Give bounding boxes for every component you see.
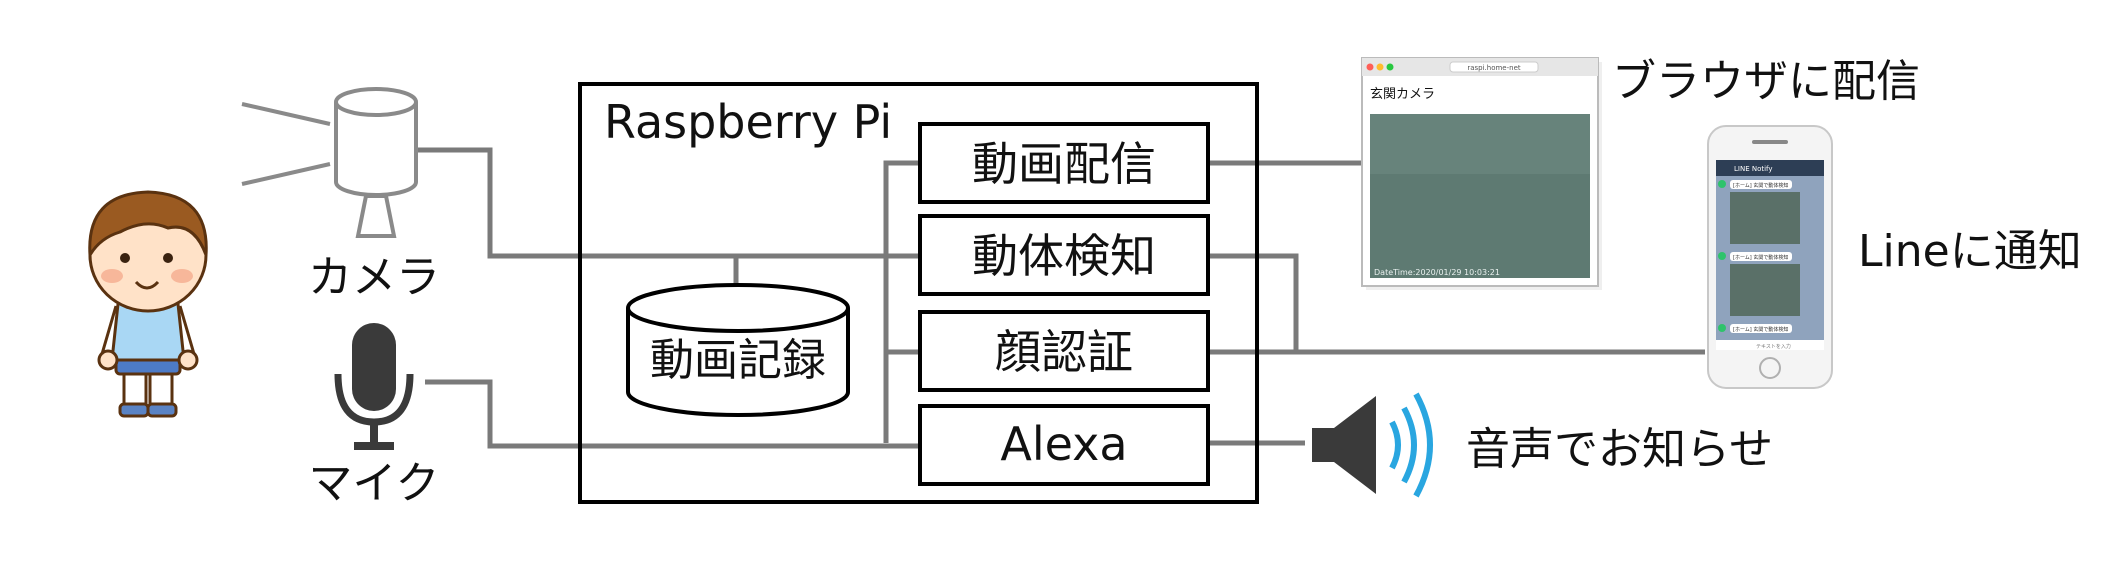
- module-face-auth: 顔認証: [918, 310, 1210, 392]
- browser-page-title: 玄関カメラ: [1370, 87, 1435, 102]
- raspberry-pi-box: [578, 82, 1259, 504]
- module-alexa: Alexa: [918, 404, 1210, 486]
- browser-window-icon: raspi.home-net 玄関カメラ DateTime:2020/01/29…: [1361, 57, 1602, 290]
- phone-app-name: LINE Notify: [1734, 165, 1773, 173]
- camera-label: カメラ: [308, 252, 440, 303]
- phone-input-placeholder: テキストを入力: [1756, 343, 1791, 350]
- motion-to-line-line: [1208, 253, 1299, 352]
- browser-timestamp: DateTime:2020/01/29 10:03:21: [1374, 268, 1500, 277]
- line-output-label: Lineに通知: [1858, 226, 2082, 277]
- phone-message-2: [ホーム] 玄関で動体検知: [1733, 254, 1788, 261]
- child-icon: [88, 190, 208, 418]
- mic-to-pi-line: [425, 379, 920, 449]
- storage-cylinder: 動画記録: [626, 283, 850, 417]
- browser-url: raspi.home-net: [1467, 64, 1521, 72]
- mic-icon: [334, 323, 414, 450]
- module-alexa-label: Alexa: [1000, 417, 1127, 471]
- phone-message-1: [ホーム] 玄関で動体検知: [1733, 182, 1788, 189]
- phone-message-3: [ホーム] 玄関で動体検知: [1733, 326, 1788, 333]
- speaker-output-label: 音声でお知らせ: [1466, 424, 1773, 475]
- camera-to-pi-line: [415, 147, 920, 259]
- module-motion-detection-label: 動体検知: [972, 229, 1156, 283]
- browser-output-label: ブラウザに配信: [1612, 56, 1920, 107]
- module-motion-detection: 動体検知: [918, 214, 1210, 296]
- internal-bus-line: [883, 160, 920, 443]
- module-streaming-label: 動画配信: [972, 137, 1156, 191]
- raspberry-pi-label: Raspberry Pi: [604, 95, 892, 149]
- mic-label: マイク: [308, 458, 439, 509]
- connectors: [415, 147, 1705, 449]
- speaker-icon: [1312, 392, 1433, 498]
- module-face-auth-label: 顔認証: [995, 325, 1133, 379]
- camera-icon: [241, 87, 418, 238]
- module-streaming: 動画配信: [918, 122, 1210, 204]
- storage-label: 動画記録: [650, 335, 826, 386]
- smartphone-icon: LINE Notify [ホーム] 玄関で動体検知 [ホーム] 玄関で動体検知 …: [1707, 125, 1833, 389]
